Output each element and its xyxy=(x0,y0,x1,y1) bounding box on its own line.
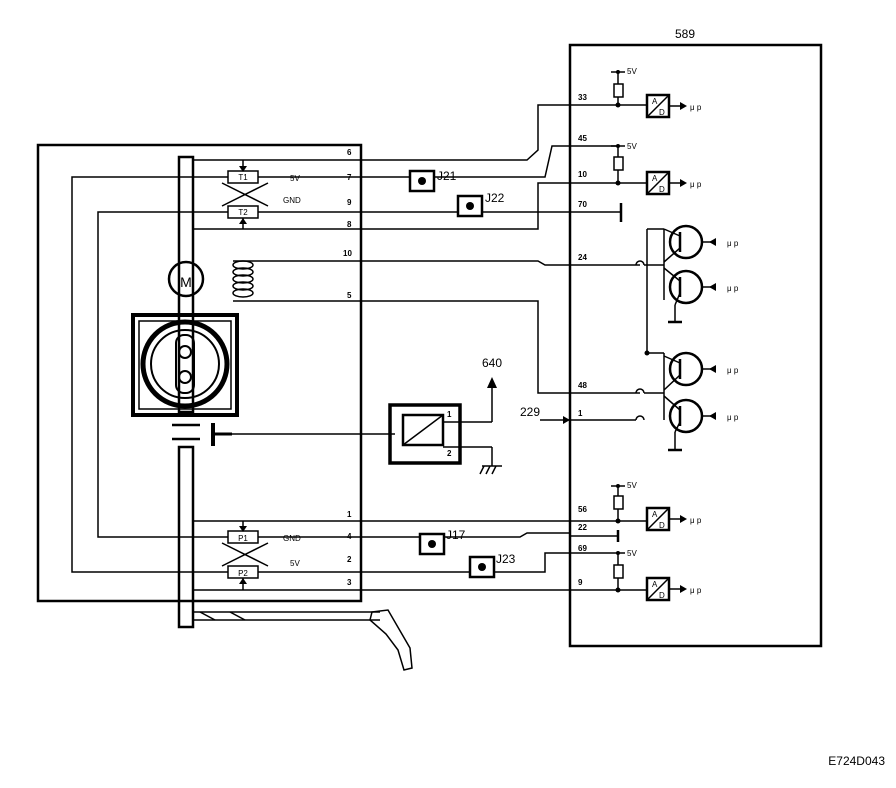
act-pin-1: 1 xyxy=(347,510,352,519)
actuator-housing xyxy=(36,143,363,603)
ecu-pin-24: 24 xyxy=(578,253,587,262)
throttle-body xyxy=(131,313,239,417)
ecu-pin-45: 45 xyxy=(578,134,587,143)
throttle-shaft-upper xyxy=(177,155,195,414)
solenoid-coil xyxy=(232,260,361,302)
ad-a-3: A xyxy=(652,510,658,519)
connector-j23-label: J23 xyxy=(496,552,516,566)
ecu-pin-9: 9 xyxy=(578,578,583,587)
ad-up-2: μ p xyxy=(690,180,702,189)
relay-pin-1: 1 xyxy=(447,410,452,419)
ecu-5v-label-3: 5V xyxy=(627,481,637,490)
ad-d-1: D xyxy=(659,108,665,117)
ecu-pin-48: 48 xyxy=(578,381,587,390)
act-pin-6: 6 xyxy=(347,148,352,157)
relay-box xyxy=(388,377,502,475)
ecu-pin-33: 33 xyxy=(578,93,587,102)
act-pin-10: 10 xyxy=(343,249,352,258)
wire-pin5-to-48 xyxy=(361,300,570,394)
wire-pin10-to-24 xyxy=(361,260,570,266)
ecu-channel-56 xyxy=(570,484,687,532)
coupling-symbol xyxy=(172,423,395,446)
arrow-229 xyxy=(563,416,570,424)
ecu-pin-22: 22 xyxy=(578,523,587,532)
act-pin-4: 4 xyxy=(347,532,352,541)
ecu-channel-22-ground xyxy=(570,530,620,542)
motor-label: M xyxy=(180,274,192,290)
relay-pin-2: 2 xyxy=(447,449,452,458)
connector-j21 xyxy=(408,169,436,193)
connector-j22 xyxy=(456,194,484,218)
label-640: 640 xyxy=(482,356,502,370)
connector-j22-label: J22 xyxy=(485,191,505,205)
hb-up-4: μ p xyxy=(727,413,739,422)
accelerator-pedal xyxy=(193,609,413,671)
ad-up-1: μ p xyxy=(690,103,702,112)
ecu-pin-70: 70 xyxy=(578,200,587,209)
ecu-5v-label-1: 5V xyxy=(627,67,637,76)
ecu-channel-70-ground xyxy=(570,203,623,222)
t-5v-label: 5V xyxy=(290,174,300,183)
hb-up-3: μ p xyxy=(727,366,739,375)
wire-5v-bus xyxy=(71,176,215,573)
throttle-sensors-t xyxy=(215,160,274,229)
act-pin-3: 3 xyxy=(347,578,352,587)
sensor-t2-label: T2 xyxy=(238,208,248,217)
label-229: 229 xyxy=(520,405,540,419)
connector-j17-label: J17 xyxy=(446,528,466,542)
ecu-hbridge xyxy=(570,224,716,452)
ecu-label: 589 xyxy=(675,27,695,41)
connector-j23 xyxy=(468,555,496,579)
p-gnd-label: GND xyxy=(283,534,301,543)
motor-icon xyxy=(167,260,205,298)
ecu-pin-56: 56 xyxy=(578,505,587,514)
ecu-channel-10 xyxy=(570,144,687,196)
ad-up-4: μ p xyxy=(690,586,702,595)
ad-a-1: A xyxy=(652,97,658,106)
ecu-box xyxy=(568,43,823,648)
figure-code: E724D043 xyxy=(828,754,885,768)
hb-up-1: μ p xyxy=(727,239,739,248)
act-pin-5: 5 xyxy=(347,291,352,300)
ecu-channel-33 xyxy=(570,70,687,119)
p-5v-label: 5V xyxy=(290,559,300,568)
ad-d-2: D xyxy=(659,185,665,194)
ad-a-4: A xyxy=(652,580,658,589)
act-pin-9: 9 xyxy=(347,198,352,207)
connector-j17 xyxy=(418,532,446,556)
act-pin-2: 2 xyxy=(347,555,352,564)
t-gnd-label: GND xyxy=(283,196,301,205)
ecu-5v-label-2: 5V xyxy=(627,142,637,151)
connector-j21-label: J21 xyxy=(437,169,457,183)
wire-j17-to-22 xyxy=(444,532,570,538)
sensor-p2-label: P2 xyxy=(238,569,248,578)
wire-pin8-to-10 xyxy=(361,182,570,230)
act-pin-8: 8 xyxy=(347,220,352,229)
ad-up-3: μ p xyxy=(690,516,702,525)
ad-d-4: D xyxy=(659,591,665,600)
sensor-t1-label: T1 xyxy=(238,173,248,182)
ecu-channel-9 xyxy=(570,551,687,602)
pedal-sensors-p xyxy=(215,521,274,590)
wire-j23-to-69 xyxy=(494,552,570,573)
wire-j21-to-45 xyxy=(434,145,570,178)
ecu-pin-1: 1 xyxy=(578,409,583,418)
wire-gnd-bus xyxy=(97,211,215,538)
ecu-pin-10: 10 xyxy=(578,170,587,179)
act-pin-7: 7 xyxy=(347,173,352,182)
ad-a-2: A xyxy=(652,174,658,183)
wire-pin6-to-33 xyxy=(361,104,570,161)
sensor-p1-label: P1 xyxy=(238,534,248,543)
ecu-5v-label-4: 5V xyxy=(627,549,637,558)
ecu-pin-69: 69 xyxy=(578,544,587,553)
ad-d-3: D xyxy=(659,521,665,530)
hb-up-2: μ p xyxy=(727,284,739,293)
